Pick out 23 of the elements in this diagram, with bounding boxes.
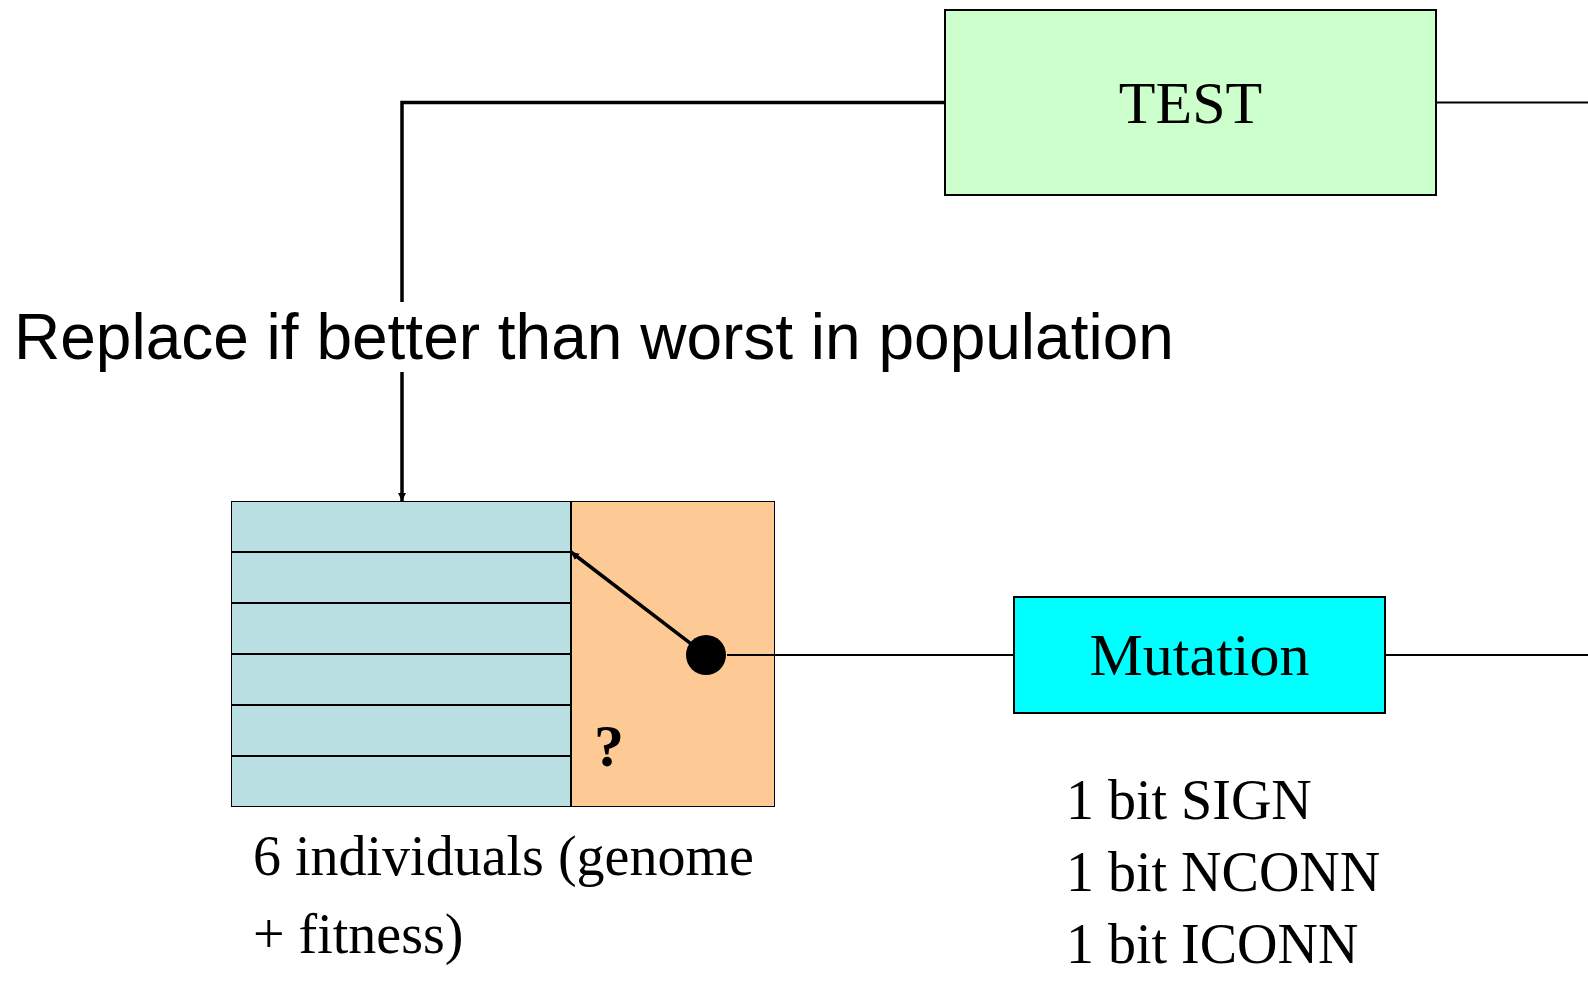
box-label: TEST: [1118, 72, 1263, 133]
arrow: [398, 100, 944, 501]
node-caption: 1 bit ICONN: [1066, 912, 1359, 977]
selector-dot: [686, 635, 726, 675]
population-table: [231, 501, 775, 807]
table-row: [231, 654, 571, 705]
table-row: [231, 756, 571, 807]
connector-line: [1385, 654, 1588, 656]
fitness-column: [571, 501, 775, 807]
process-box: [944, 9, 1437, 196]
process-box: [1013, 596, 1386, 714]
table-row: [231, 501, 571, 552]
box-label: Mutation: [1089, 625, 1310, 685]
table-row: [231, 705, 571, 756]
node-caption: 1 bit NCONN: [1066, 840, 1381, 905]
question-mark: ?: [594, 716, 624, 776]
node-caption: 6 individuals (genome + fitness): [253, 824, 755, 967]
arrow: [569, 550, 693, 646]
table-row: [231, 552, 571, 603]
table-row: [231, 603, 571, 654]
connector-line: [1436, 101, 1588, 104]
node-caption: 1 bit SIGN: [1066, 768, 1312, 833]
connector-line: [726, 654, 1014, 656]
